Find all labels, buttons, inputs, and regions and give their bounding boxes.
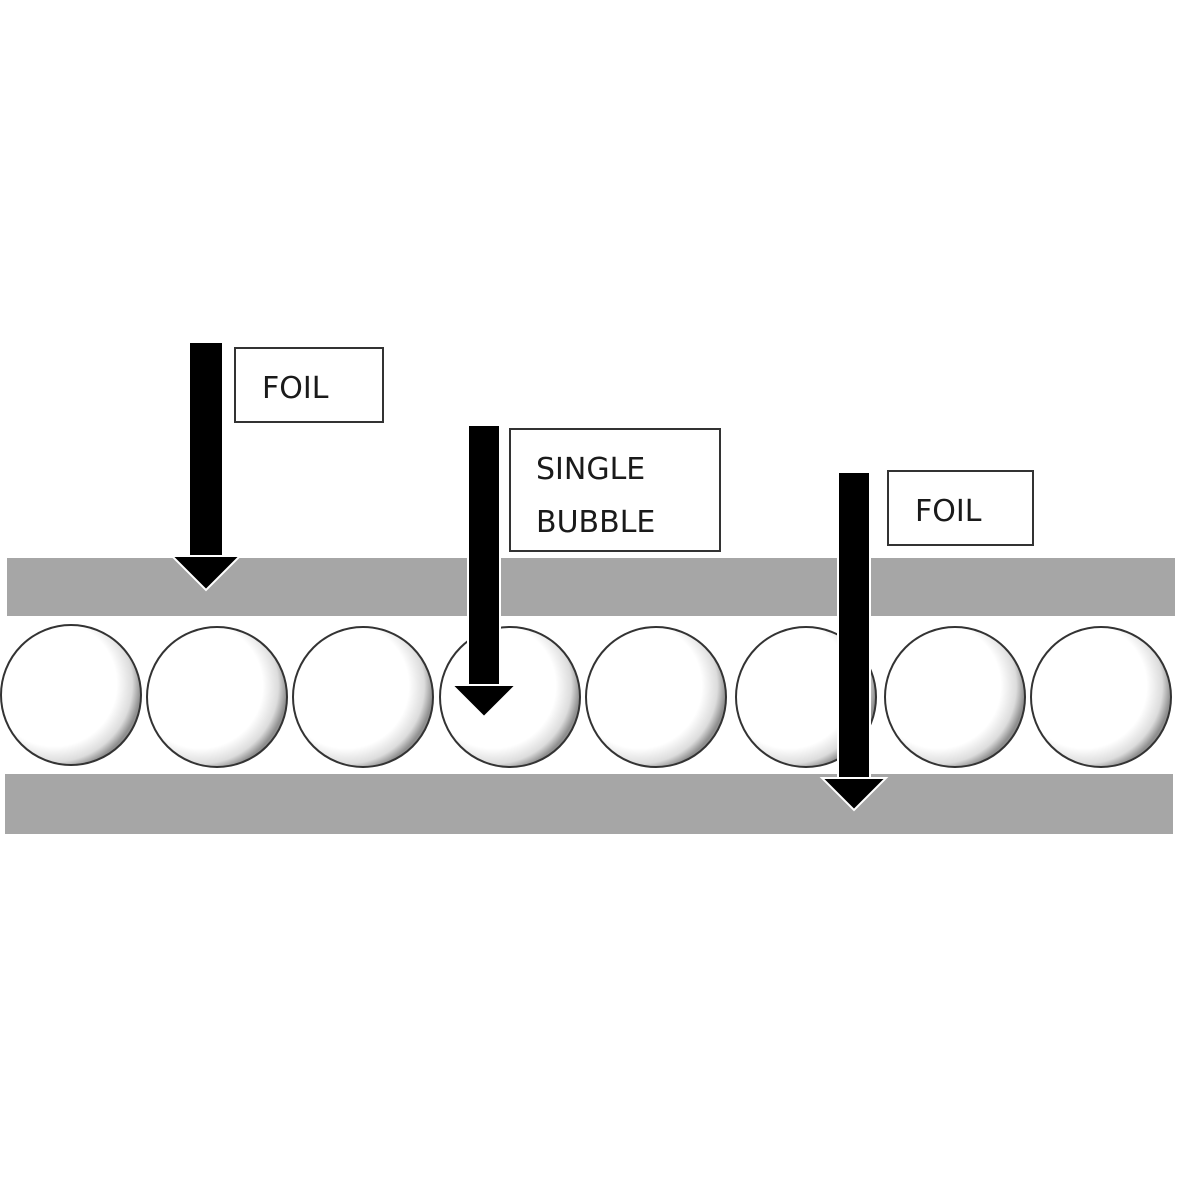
bubble — [146, 626, 288, 768]
label-single-bubble-line1: SINGLE — [536, 452, 645, 487]
label-single-bubble-line2: BUBBLE — [536, 505, 655, 540]
bubble — [585, 626, 727, 768]
bottom-foil-layer — [3, 772, 1175, 836]
bubble-layer — [0, 624, 1172, 768]
bubble — [439, 626, 581, 768]
bubble — [884, 626, 1026, 768]
arrow-down-icon — [819, 471, 889, 812]
label-foil-bottom: FOIL — [887, 470, 1034, 546]
label-foil-bottom-text: FOIL — [915, 494, 982, 529]
arrow-down-icon — [169, 343, 243, 592]
label-single-bubble: SINGLE BUBBLE — [509, 428, 721, 552]
label-foil-top: FOIL — [234, 347, 384, 423]
bubble — [0, 624, 142, 766]
label-foil-top-text: FOIL — [262, 371, 329, 406]
arrow-down-icon — [449, 424, 519, 719]
bubble — [292, 626, 434, 768]
bubble — [1030, 626, 1172, 768]
